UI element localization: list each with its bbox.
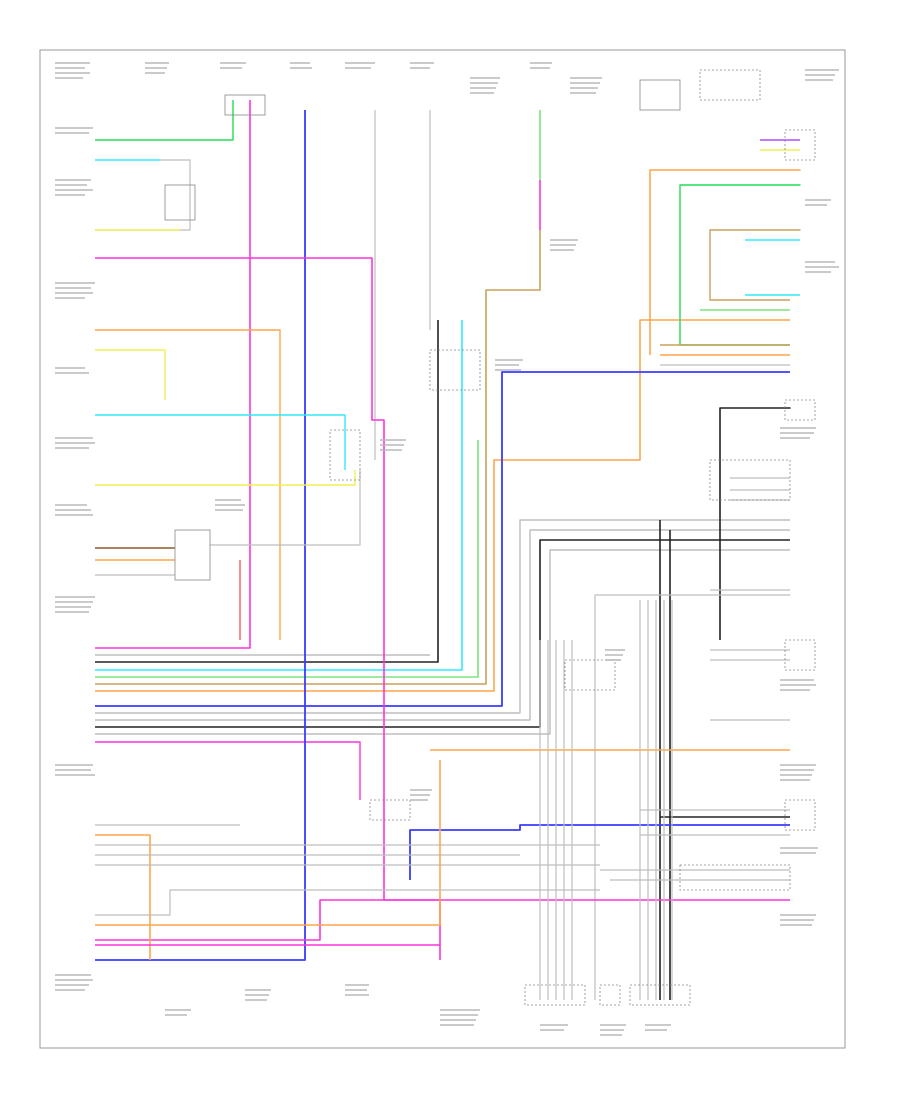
- component-right-module-4: [784, 639, 816, 671]
- wire-gray-r19: [594, 594, 791, 1000]
- wire-orange-ll-2: [95, 834, 151, 960]
- wire-layer: [95, 100, 801, 1000]
- wire-black-bus-3: [95, 320, 439, 663]
- component-bottom-connector-2: [599, 984, 621, 1006]
- wire-tan-bus-6: [95, 230, 541, 685]
- component-right-module-6: [679, 864, 791, 891]
- label-layer: [55, 62, 839, 1036]
- diagram-frame: [39, 49, 846, 1049]
- component-relay-1: [164, 184, 196, 221]
- wire-orange-left: [95, 329, 281, 640]
- component-right-module-2: [784, 399, 816, 421]
- component-harness-junction: [564, 659, 616, 691]
- component-splice-2: [429, 349, 481, 391]
- wire-orange-ll-6: [95, 760, 441, 926]
- component-right-module-3: [709, 459, 791, 501]
- wire-yellow-left-2: [95, 470, 356, 486]
- component-bottom-connector-3: [629, 984, 691, 1006]
- wire-cyan-bus-4: [95, 320, 463, 671]
- wire-gray-ll-8: [95, 889, 600, 916]
- component-top-connector-2: [639, 79, 681, 111]
- wire-gray-bus-9: [95, 519, 790, 714]
- wire-black-r12: [719, 407, 791, 640]
- component-bottom-connector-1: [524, 984, 586, 1006]
- wire-tan-r6: [709, 229, 801, 301]
- wire-pink-bus-1: [95, 100, 251, 649]
- wire-cyan-left: [95, 414, 346, 470]
- wire-orange-r3: [649, 169, 801, 355]
- component-right-module-5: [784, 799, 816, 831]
- component-module-mid: [174, 529, 211, 581]
- wire-green-top: [95, 100, 234, 141]
- wire-gray-mid-box: [210, 470, 361, 546]
- wire-yellow-left: [95, 349, 166, 400]
- wire-blue-trunk: [95, 110, 306, 961]
- wire-green-bus-5: [95, 440, 479, 678]
- wire-pink-r30: [95, 899, 790, 941]
- component-right-module-1: [784, 129, 816, 161]
- component-layer: [164, 69, 816, 1006]
- wire-orange-bus-7: [95, 319, 790, 692]
- wire-blue-bus-8: [95, 371, 790, 707]
- component-top-connector-1: [224, 94, 266, 116]
- component-top-connector-3: [699, 69, 761, 101]
- wire-pink-bus-13: [95, 741, 361, 800]
- wire-blue-r26: [409, 824, 790, 880]
- component-splice-3: [369, 799, 411, 821]
- wire-black-bus-11: [95, 539, 790, 728]
